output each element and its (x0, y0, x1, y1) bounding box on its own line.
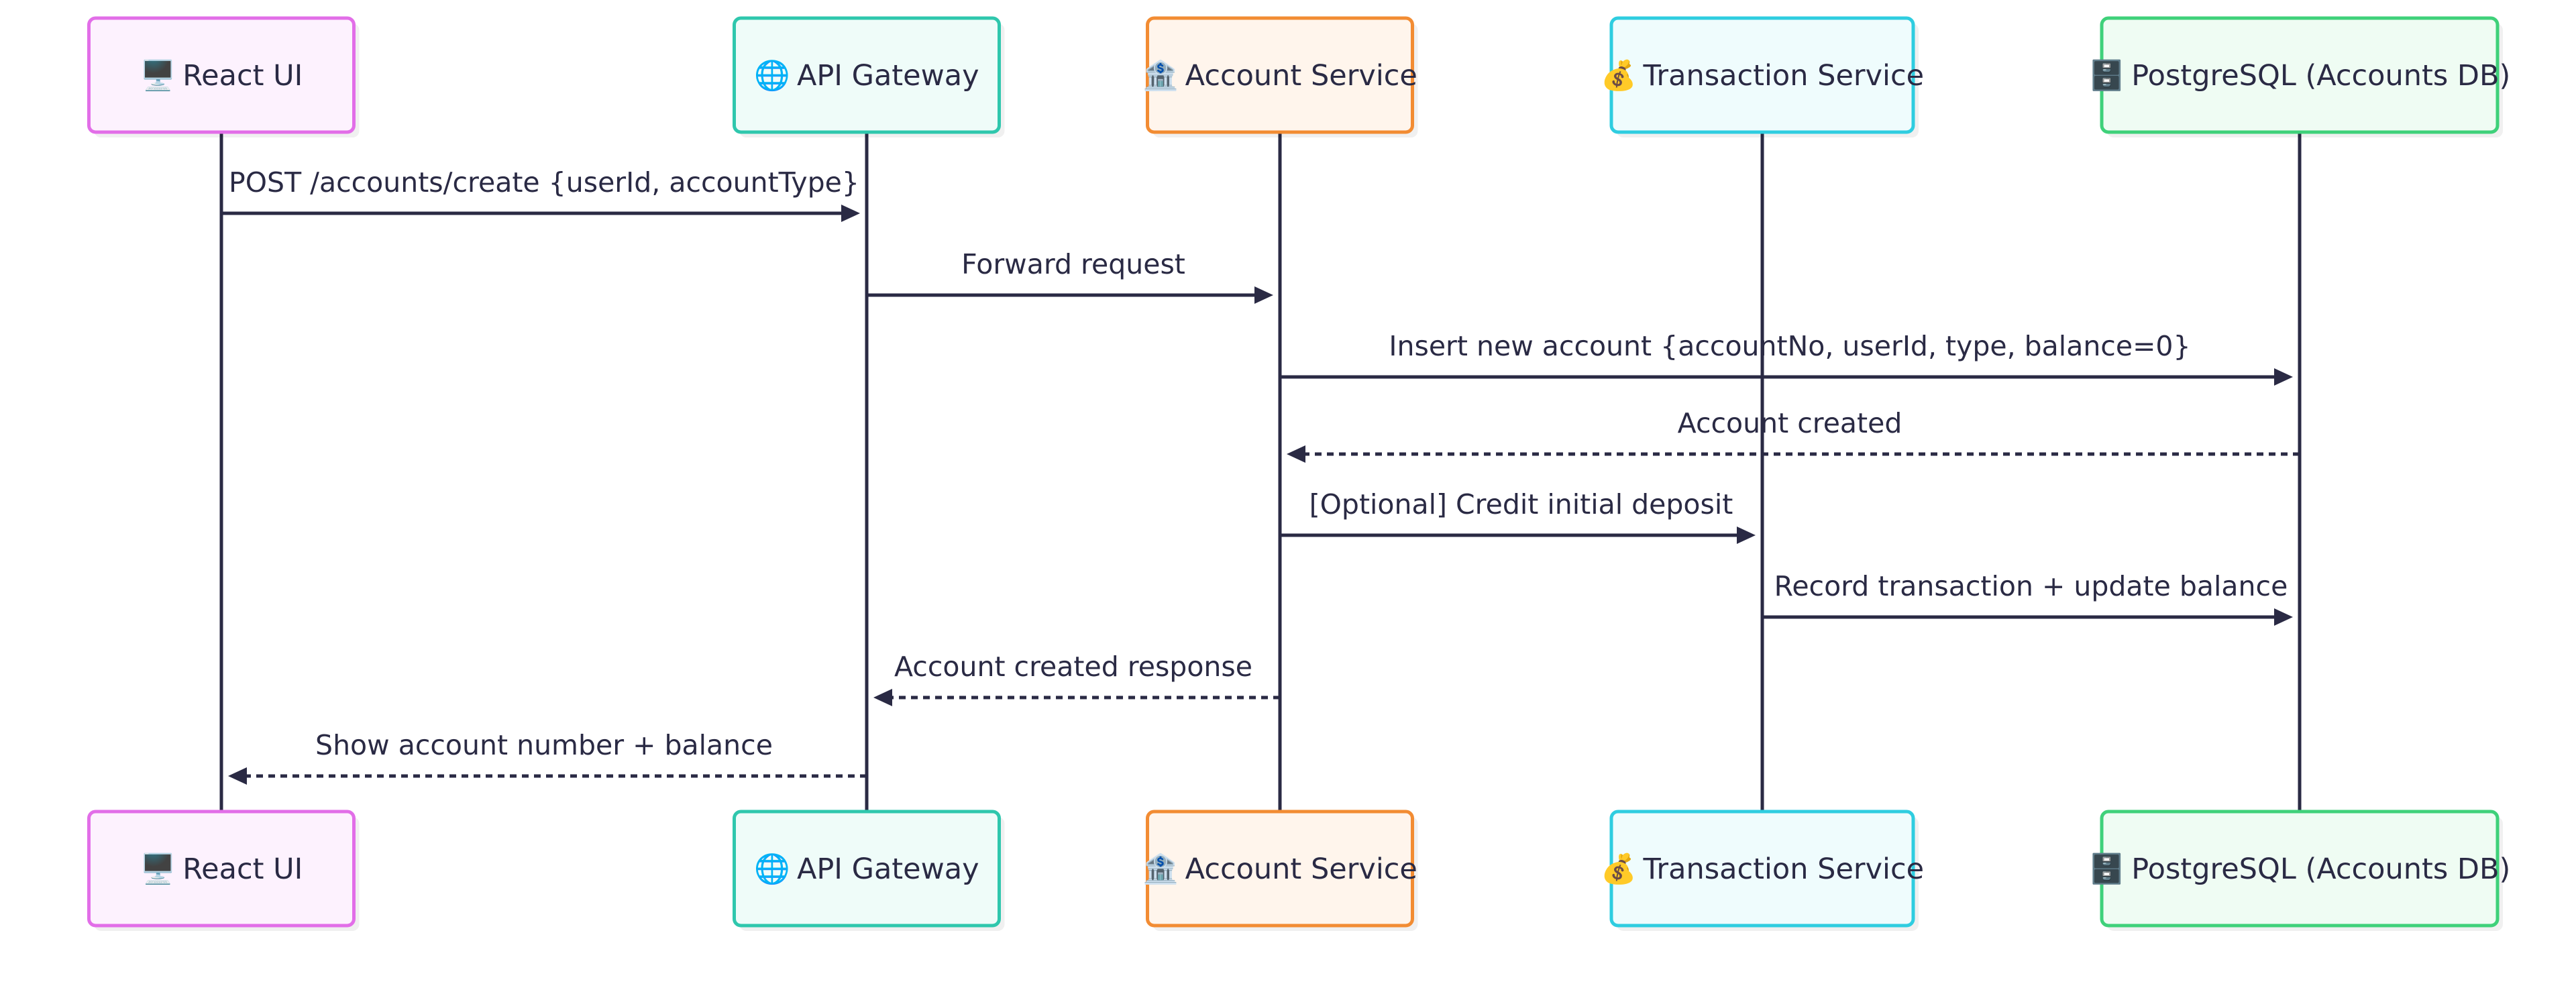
participant-top-ui: 🖥️React UI (87, 16, 360, 137)
participant-box (2100, 810, 2500, 928)
participant-name: API Gateway (797, 59, 979, 93)
message-label: Account created response (894, 651, 1252, 683)
globe-icon: 🌐 (754, 59, 790, 93)
file-cabinet-icon: 🗄️ (2089, 852, 2125, 886)
participant-label: 🖥️React UI (140, 59, 303, 93)
arrowhead-icon (1254, 286, 1273, 304)
message-3: Insert new account {accountNo, userId, t… (1280, 330, 2293, 386)
participant-bottom-txn: 💰Transaction Service (1601, 810, 1924, 931)
bank-icon: 🏦 (1142, 59, 1179, 93)
message-label: Show account number + balance (315, 729, 773, 761)
participant-name: PostgreSQL (Accounts DB) (2131, 59, 2510, 93)
messages: POST /accounts/create {userId, accountTy… (221, 166, 2300, 785)
participant-name: Transaction Service (1642, 852, 1924, 886)
money-bag-icon: 💰 (1601, 852, 1637, 886)
message-4: Account created (1287, 407, 2300, 463)
arrowhead-icon (2274, 368, 2293, 386)
participant-label: 💰Transaction Service (1601, 59, 1924, 93)
message-8: Show account number + balance (228, 729, 867, 785)
lifelines (219, 132, 2302, 812)
participant-bottom-db: 🗄️PostgreSQL (Accounts DB) (2089, 810, 2511, 931)
participant-top-txn: 💰Transaction Service (1601, 16, 1924, 137)
participant-box (1146, 16, 1414, 134)
participant-top-acc: 🏦Account Service (1142, 16, 1418, 137)
participant-top-db: 🗄️PostgreSQL (Accounts DB) (2089, 16, 2511, 137)
participant-box (733, 810, 1001, 928)
participant-label: 💰Transaction Service (1601, 852, 1924, 886)
message-6: Record transaction + update balance (1762, 570, 2293, 626)
participant-name: React UI (182, 852, 303, 886)
participant-box (1609, 810, 1915, 928)
message-5: [Optional] Credit initial deposit (1280, 488, 1756, 544)
desktop-computer-icon: 🖥️ (140, 852, 176, 886)
participant-label: 🗄️PostgreSQL (Accounts DB) (2089, 852, 2511, 886)
participant-name: Transaction Service (1642, 59, 1924, 93)
participant-box (1609, 16, 1915, 134)
participant-bottom-gw: 🌐API Gateway (733, 810, 1005, 931)
money-bag-icon: 💰 (1601, 59, 1637, 93)
bank-icon: 🏦 (1142, 852, 1179, 886)
participant-box (87, 810, 356, 928)
file-cabinet-icon: 🗄️ (2089, 59, 2125, 93)
participant-bottom-acc: 🏦Account Service (1142, 810, 1418, 931)
participant-name: PostgreSQL (Accounts DB) (2131, 852, 2510, 886)
message-label: Forward request (961, 248, 1185, 280)
participant-bottom-ui: 🖥️React UI (87, 810, 360, 931)
message-1: POST /accounts/create {userId, accountTy… (221, 166, 860, 222)
arrowhead-icon (1737, 527, 1756, 544)
message-label: Insert new account {accountNo, userId, t… (1389, 330, 2190, 362)
message-label: Record transaction + update balance (1774, 570, 2288, 602)
participant-label: 🖥️React UI (140, 852, 303, 886)
arrowhead-icon (873, 689, 892, 706)
message-2: Forward request (867, 248, 1273, 304)
participant-name: API Gateway (797, 852, 979, 886)
message-label: POST /accounts/create {userId, accountTy… (229, 166, 859, 199)
participant-label: 🌐API Gateway (754, 59, 979, 93)
participant-box (2100, 16, 2500, 134)
participant-name: Account Service (1185, 59, 1417, 93)
arrowhead-icon (841, 205, 860, 222)
participant-top-gw: 🌐API Gateway (733, 16, 1005, 137)
globe-icon: 🌐 (754, 852, 790, 886)
desktop-computer-icon: 🖥️ (140, 59, 176, 93)
message-label: [Optional] Credit initial deposit (1309, 488, 1733, 520)
participant-name: Account Service (1185, 852, 1417, 886)
participant-label: 🏦Account Service (1142, 852, 1417, 886)
participant-label: 🗄️PostgreSQL (Accounts DB) (2089, 59, 2511, 93)
message-7: Account created response (873, 651, 1280, 706)
arrowhead-icon (1287, 445, 1305, 463)
participant-box (733, 16, 1001, 134)
participant-label: 🏦Account Service (1142, 59, 1417, 93)
arrowhead-icon (2274, 608, 2293, 626)
participant-label: 🌐API Gateway (754, 852, 979, 886)
arrowhead-icon (228, 767, 247, 785)
message-label: Account created (1678, 407, 1902, 439)
participant-box (1146, 810, 1414, 928)
participants: 🖥️React UI🖥️React UI🌐API Gateway🌐API Gat… (87, 16, 2511, 931)
participant-box (87, 16, 356, 134)
participant-name: React UI (182, 59, 303, 93)
